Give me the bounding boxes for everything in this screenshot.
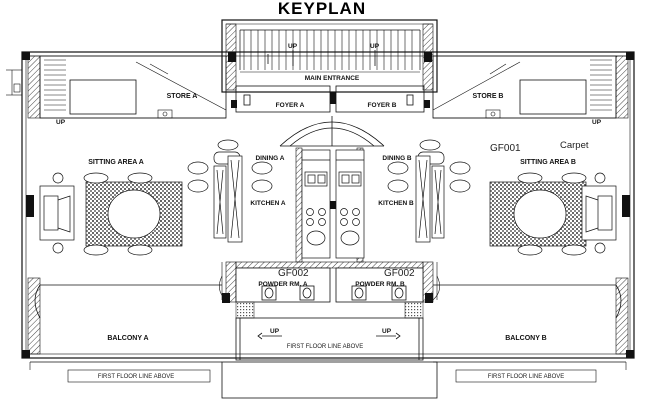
bottom-hatched-steps: [235, 301, 424, 319]
first-floor-line-boxes: [29, 362, 627, 383]
sitting-area-a-label: SITTING AREA A: [88, 159, 144, 166]
powder-rooms: [235, 267, 424, 303]
up-store-a-label: UP: [56, 119, 66, 126]
foyer-a-label: FOYER A: [276, 102, 305, 109]
dining-b-furniture: [387, 139, 471, 243]
kitchen-b-label: KITCHEN B: [378, 200, 414, 207]
gf001-label: GF001: [490, 143, 521, 154]
main-stair: [239, 29, 421, 70]
balcony-b-label: BALCONY B: [505, 335, 546, 342]
first-floor-line-center: FIRST FLOOR LINE ABOVE: [287, 344, 364, 350]
up-store-b-label: UP: [592, 119, 602, 126]
dining-a-label: DINING A: [255, 155, 284, 162]
dining-a-furniture: [187, 139, 273, 243]
dining-b-label: DINING B: [382, 155, 412, 162]
first-floor-line-right: FIRST FLOOR LINE ABOVE: [488, 374, 565, 380]
store-a-label: STORE A: [167, 93, 198, 100]
balcony-a-label: BALCONY A: [107, 335, 148, 342]
powder-rm-a-label: POWDER RM. A: [258, 281, 308, 288]
store-fixtures: [157, 109, 501, 119]
powder-rm-b-label: POWDER RM. B: [355, 281, 405, 288]
store-b-label: STORE B: [473, 93, 504, 100]
kitchen-a-label: KITCHEN A: [250, 200, 285, 207]
gf002-left-label: GF002: [278, 268, 309, 279]
sitting-area-b-label: SITTING AREA B: [520, 159, 576, 166]
gf002-right-label: GF002: [384, 268, 415, 279]
up-label-right: UP: [370, 43, 380, 50]
up-bottom-left-label: UP: [270, 328, 280, 335]
kitchen-counters: [301, 149, 365, 259]
up-bottom-right-label: UP: [382, 328, 392, 335]
sitting-area-a-furniture: [39, 172, 183, 256]
plan-title: KEYPLAN: [278, 0, 366, 18]
foyer-walls: [235, 85, 425, 113]
carpet-label: Carpet: [560, 140, 589, 151]
main-entrance-label: MAIN ENTRANCE: [305, 75, 360, 82]
balcony-walls: [30, 284, 626, 363]
up-label-left: UP: [288, 43, 298, 50]
store-diagonals: [135, 61, 521, 111]
stair-arrows: [267, 50, 376, 66]
sitting-area-b-furniture: [489, 172, 617, 256]
bottom-entry: [221, 317, 438, 399]
stair-treads: [243, 30, 413, 70]
columns: [22, 52, 634, 358]
store-stair-treads: [44, 59, 612, 111]
first-floor-line-left: FIRST FLOOR LINE ABOVE: [98, 374, 175, 380]
interior-partitions: [40, 117, 616, 301]
left-exterior-stair: [6, 69, 22, 96]
foyer-b-label: FOYER B: [368, 102, 397, 109]
central-arch: [279, 116, 385, 147]
